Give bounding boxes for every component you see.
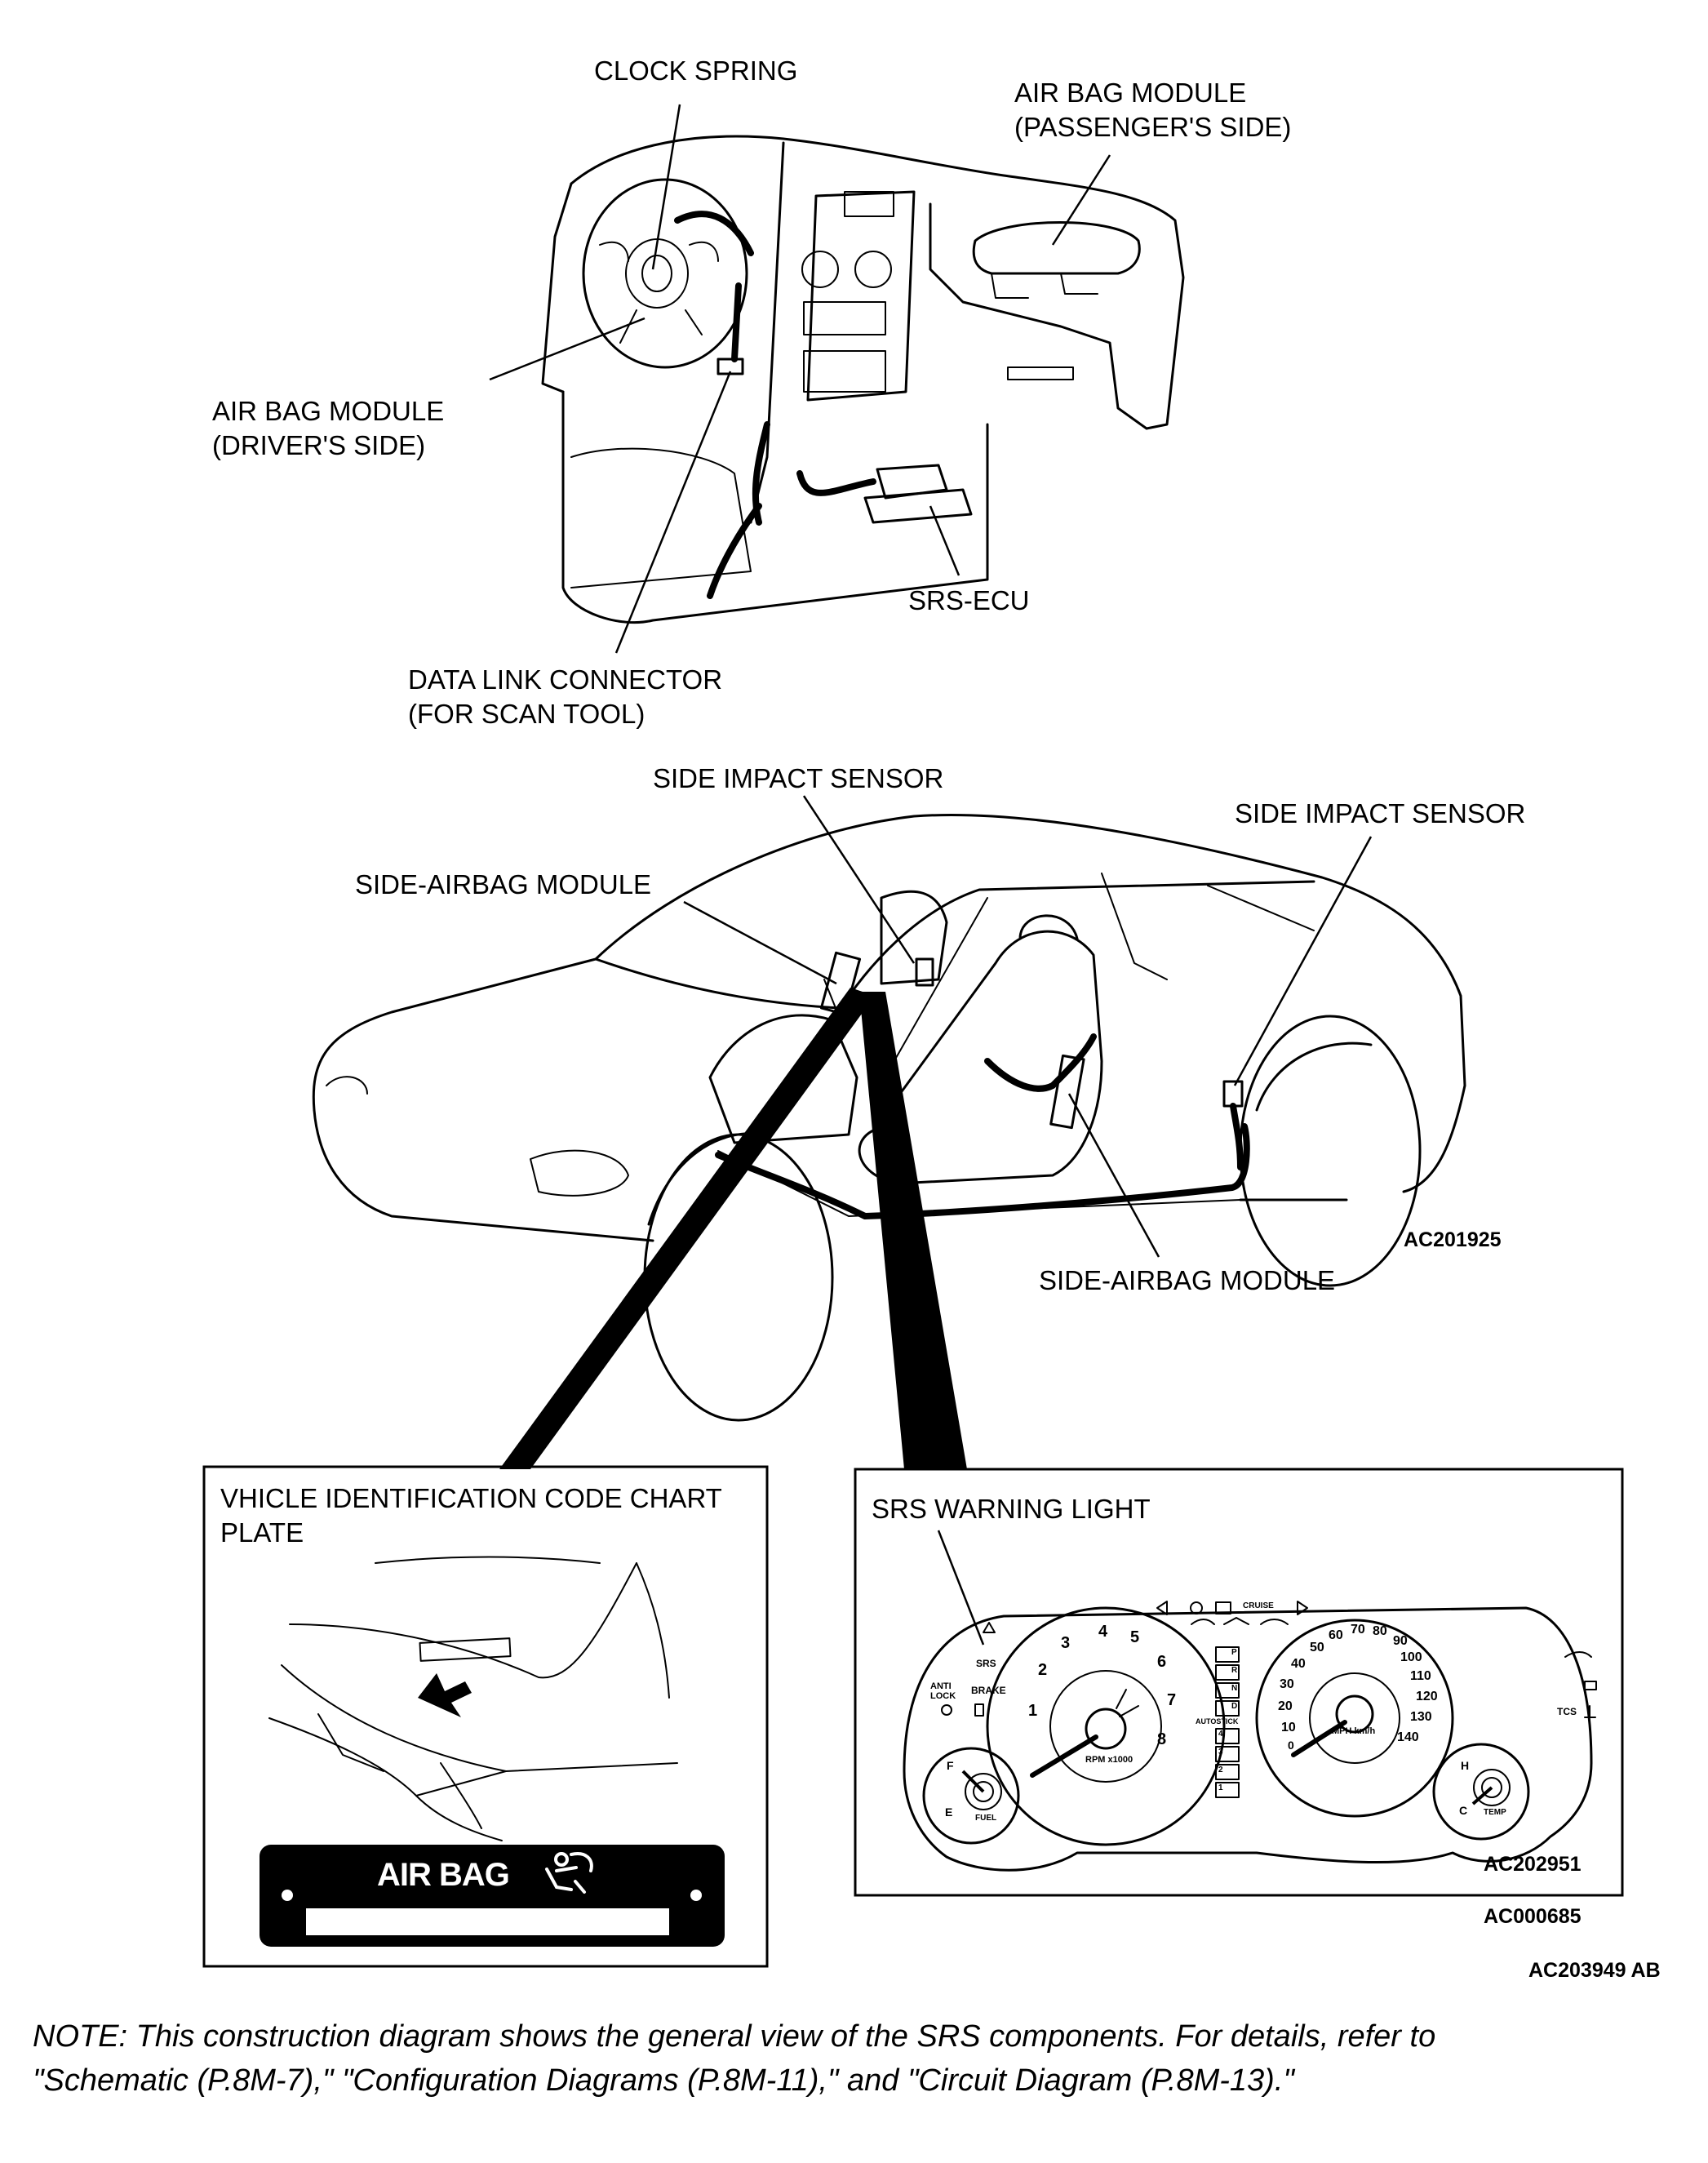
indicator-icons (1156, 1601, 1308, 1625)
label-srs-warning-light: SRS WARNING LIGHT (872, 1494, 1151, 1524)
tach-tick-4: 4 (1098, 1623, 1108, 1641)
leader-airbag-driver (489, 317, 645, 381)
anti-lock-indicator-label: ANTI LOCK (930, 1681, 956, 1701)
airbag-plate-text: AIR BAG (377, 1857, 510, 1893)
tach-tick-1: 1 (1028, 1702, 1038, 1720)
gear-indicator-boxes (1215, 1646, 1240, 1798)
leader-srs-ecu (929, 505, 960, 576)
callout-wedge-right (859, 992, 967, 1469)
leader-side-airbag-right (1067, 1093, 1160, 1258)
callout-wedge-left (499, 988, 875, 1469)
speed-tick-60: 60 (1329, 1628, 1343, 1642)
speed-unit: MPH km/h (1332, 1726, 1376, 1736)
gear-r: R (1231, 1666, 1238, 1675)
vin-plate-box (202, 1465, 769, 1968)
label-vin-plate: VHICLE IDENTIFICATION CODE CHART PLATE (220, 1483, 722, 1548)
speed-tick-110: 110 (1410, 1669, 1431, 1683)
tach-tick-7: 7 (1167, 1691, 1177, 1709)
leader-airbag-passenger (1051, 154, 1111, 246)
gear-3: 3 (1218, 1748, 1223, 1757)
gear-n: N (1231, 1684, 1238, 1693)
gear-p: P (1231, 1648, 1237, 1657)
fuel-label: FUEL (975, 1814, 997, 1823)
fuel-full-mark: F (947, 1759, 954, 1772)
tach-tick-6: 6 (1157, 1653, 1167, 1671)
gear-1: 1 (1218, 1783, 1223, 1792)
gear-4: 4 (1218, 1730, 1223, 1739)
instrument-panel-illustration (541, 135, 1185, 624)
speed-tick-70: 70 (1351, 1623, 1365, 1637)
leader-side-impact-right (1233, 836, 1373, 1086)
note-line-1: NOTE: This construction diagram shows th… (33, 2019, 1436, 2054)
leader-side-airbag-left (683, 900, 837, 985)
speed-tick-50: 50 (1310, 1641, 1324, 1654)
gear-d: D (1231, 1702, 1238, 1711)
figure-code-page: AC203949 AB (1528, 1959, 1661, 1982)
airbag-seat-icon (545, 1852, 593, 1894)
speed-tick-10: 10 (1281, 1721, 1296, 1734)
label-airbag-driver: AIR BAG MODULE (DRIVER'S SIDE) (212, 396, 445, 460)
speed-tick-100: 100 (1400, 1650, 1422, 1664)
leader-clock-spring (651, 104, 681, 270)
figure-code-plate: AC000685 (1484, 1905, 1582, 1928)
note-line-2: "Schematic (P.8M-7)," "Configuration Dia… (33, 2063, 1294, 2098)
label-airbag-passenger: AIR BAG MODULE (PASSENGER'S SIDE) (1014, 78, 1292, 142)
gear-heading: AUTOSTICK (1196, 1717, 1239, 1726)
label-side-airbag-right: SIDE-AIRBAG MODULE (1039, 1265, 1336, 1295)
label-side-airbag-left: SIDE-AIRBAG MODULE (355, 869, 652, 899)
warning-icons (941, 1622, 1597, 1718)
warning-light-box (854, 1468, 1624, 1897)
vin-plate-illustration (268, 1556, 678, 1841)
figure-code-cluster: AC202951 (1484, 1853, 1582, 1876)
car-illustration (312, 813, 1466, 1422)
tach-tick-8: 8 (1157, 1730, 1167, 1748)
leader-srs-warning (937, 1530, 985, 1646)
speed-tick-80: 80 (1373, 1624, 1387, 1638)
speed-tick-120: 120 (1416, 1690, 1438, 1703)
tach-tick-3: 3 (1061, 1634, 1071, 1652)
label-clock-spring: CLOCK SPRING (594, 56, 798, 86)
cruise-indicator-label: CRUISE (1243, 1601, 1274, 1610)
instrument-cluster (903, 1601, 1597, 1872)
leader-data-link (614, 371, 732, 654)
leader-side-impact-center (802, 795, 916, 964)
temp-hot-mark: H (1461, 1759, 1470, 1772)
speed-tick-140: 140 (1397, 1730, 1419, 1744)
speed-tick-30: 30 (1280, 1677, 1294, 1691)
speed-tick-20: 20 (1278, 1699, 1293, 1713)
temp-label: TEMP (1484, 1808, 1506, 1817)
tach-unit: RPM x1000 (1085, 1755, 1133, 1765)
speed-tick-130: 130 (1410, 1710, 1432, 1724)
tach-tick-5: 5 (1130, 1628, 1140, 1646)
brake-indicator-label: BRAKE (971, 1685, 1006, 1696)
tcs-indicator-label: TCS (1557, 1706, 1577, 1717)
label-srs-ecu: SRS-ECU (908, 585, 1030, 615)
gear-2: 2 (1218, 1765, 1223, 1774)
srs-indicator-label: SRS (976, 1658, 996, 1669)
label-side-impact-sensor-center: SIDE IMPACT SENSOR (653, 763, 944, 793)
airbag-plate (260, 1845, 725, 1947)
tach-tick-2: 2 (1038, 1661, 1048, 1679)
speed-tick-0: 0 (1288, 1739, 1294, 1752)
speed-tick-90: 90 (1393, 1634, 1408, 1648)
pointer-arrow-icon (418, 1673, 472, 1717)
fuel-empty-mark: E (945, 1805, 953, 1819)
label-data-link-connector: DATA LINK CONNECTOR (FOR SCAN TOOL) (408, 664, 723, 729)
temp-cold-mark: C (1459, 1804, 1468, 1817)
speed-tick-40: 40 (1291, 1657, 1306, 1671)
figure-code-car: AC201925 (1404, 1228, 1502, 1251)
label-side-impact-sensor-right: SIDE IMPACT SENSOR (1235, 798, 1526, 828)
construction-note: NOTE: This construction diagram shows th… (33, 2014, 1681, 2103)
